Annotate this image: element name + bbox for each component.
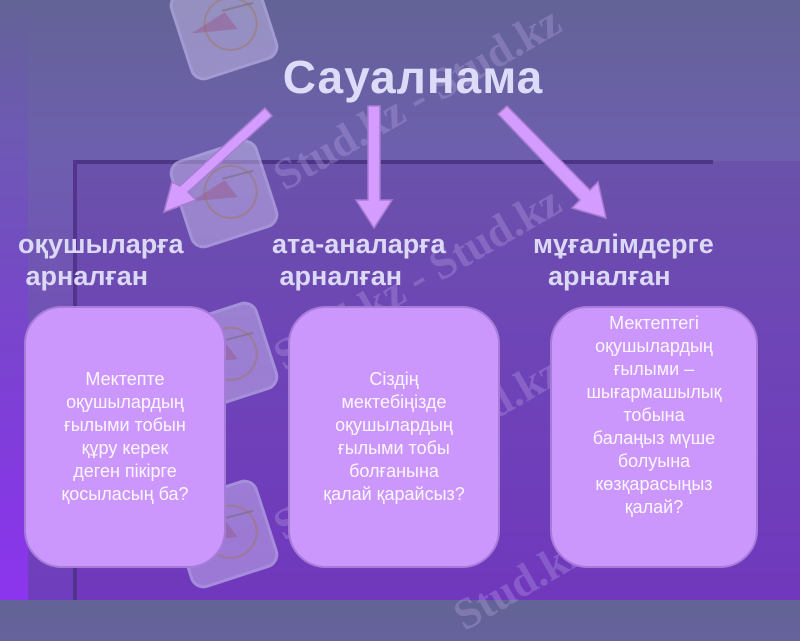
question-text-teachers: Мектептегі оқушылардың ғылыми – шығармаш… (586, 313, 722, 517)
arrow-left-icon (162, 106, 274, 214)
arrow-down-icon (355, 105, 394, 230)
slide-title: Сауалнама (282, 51, 544, 103)
question-text-parents: Сіздің мектебіңізде оқушылардың ғылыми т… (323, 369, 465, 504)
arrow-right-icon (496, 104, 608, 220)
watermark-logo-icon (166, 136, 282, 252)
heading-teachers: мұғалімдерге арналған (533, 229, 714, 291)
question-text-students: Мектепте оқушылардың ғылыми тобын құру к… (61, 369, 189, 504)
question-box-parents: Сіздің мектебіңізде оқушылардың ғылыми т… (288, 306, 500, 568)
question-box-students: Мектепте оқушылардың ғылыми тобын құру к… (24, 306, 226, 568)
heading-students: оқушыларға арналған (18, 229, 184, 291)
watermark-logo-icon (166, 0, 282, 84)
left-accent-strip (0, 0, 28, 600)
horizontal-divider (75, 160, 713, 164)
heading-parents: ата-аналарға арналған (272, 229, 446, 291)
question-box-teachers: Мектептегі оқушылардың ғылыми – шығармаш… (550, 306, 758, 568)
